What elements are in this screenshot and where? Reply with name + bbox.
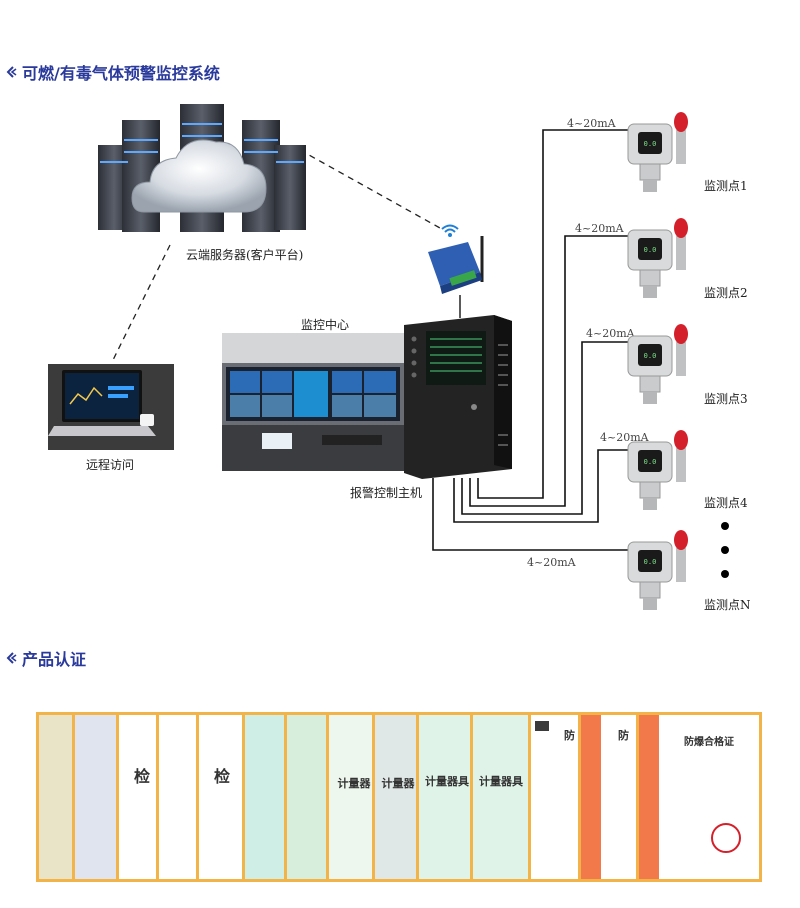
certificate-12-text: 防 <box>564 729 575 742</box>
signal-label-3: 4~20mA <box>586 327 635 340</box>
point-label-1: 监测点1 <box>704 179 748 193</box>
certificate-8-text: 计量器 <box>337 777 371 790</box>
certificate-12: 防 <box>528 712 584 882</box>
svg-text:0.0: 0.0 <box>644 246 657 254</box>
gas-detector-icon: 0.0 <box>627 112 688 192</box>
logo-mark <box>535 721 549 731</box>
svg-text:0.0: 0.0 <box>644 140 657 148</box>
certificate-14-text: 防爆合格证 <box>684 737 734 748</box>
certificate-5: 检 <box>196 712 248 882</box>
cloud-label: 云端服务器(客户平台) <box>186 248 304 262</box>
svg-text:0.0: 0.0 <box>644 458 657 466</box>
wire-point-4 <box>453 449 628 523</box>
gas-detector-icon: 0.0 <box>627 430 688 510</box>
svg-text:0.0: 0.0 <box>644 558 657 566</box>
certificate-13: 防 <box>578 712 640 882</box>
orange-band <box>639 715 659 879</box>
cloud-gateway-link <box>299 149 441 229</box>
signal-label-n: 4~20mA <box>527 556 576 569</box>
certs-title: 产品认证 <box>4 646 86 670</box>
svg-text:0.0: 0.0 <box>644 352 657 360</box>
cloud-server-icon <box>98 104 306 232</box>
arrow-icon <box>6 652 17 664</box>
control-room-image <box>222 333 404 471</box>
certificate-14: 防爆合格证 <box>636 712 762 882</box>
certificate-11: 计量器具 <box>470 712 532 882</box>
red-seal <box>711 823 741 853</box>
certificate-7 <box>284 712 334 882</box>
certificate-10: 计量器具 <box>416 712 478 882</box>
gas-detector-icon: 0.0 <box>627 218 688 298</box>
cloud-remote-link <box>111 244 171 363</box>
certificate-13-text: 防 <box>618 729 629 742</box>
certificate-2 <box>72 712 122 882</box>
system-title: 可燃/有毒气体预警监控系统 <box>4 60 220 84</box>
point-label-n: 监测点N <box>704 598 751 612</box>
orange-band <box>581 715 601 879</box>
wire-point-n <box>432 478 628 551</box>
wire-point-3 <box>461 341 628 515</box>
alarm-controller-icon <box>404 315 512 479</box>
certs-title-text: 产品认证 <box>22 650 87 669</box>
signal-label-2: 4~20mA <box>575 222 624 235</box>
signal-label-1: 4~20mA <box>567 117 616 130</box>
host-label: 报警控制主机 <box>350 486 423 500</box>
wire-point-1 <box>477 129 628 499</box>
signal-label-4: 4~20mA <box>600 431 649 444</box>
point-label-4: 监测点4 <box>704 496 748 510</box>
certificate-10-text: 计量器具 <box>425 775 469 788</box>
point-label-2: 监测点2 <box>704 286 748 300</box>
ellipsis-dots <box>721 522 729 578</box>
certificate-5-text: 检 <box>213 767 230 786</box>
gas-detector-icon: 0.0 <box>627 530 688 610</box>
certificate-11-text: 计量器具 <box>479 775 523 788</box>
certificate-9-text: 计量器 <box>381 777 415 790</box>
point-label-3: 监测点3 <box>704 392 748 406</box>
wire-point-2 <box>469 235 628 507</box>
arrow-icon <box>6 66 17 78</box>
laptop-icon <box>48 364 174 450</box>
gas-detector-icon: 0.0 <box>627 324 688 404</box>
remote-label: 远程访问 <box>86 458 135 472</box>
monitor-center-label: 监控中心 <box>301 318 350 332</box>
certificate-3-text: 检 <box>133 767 150 786</box>
gateway-icon <box>428 224 484 294</box>
system-title-text: 可燃/有毒气体预警监控系统 <box>22 64 220 83</box>
